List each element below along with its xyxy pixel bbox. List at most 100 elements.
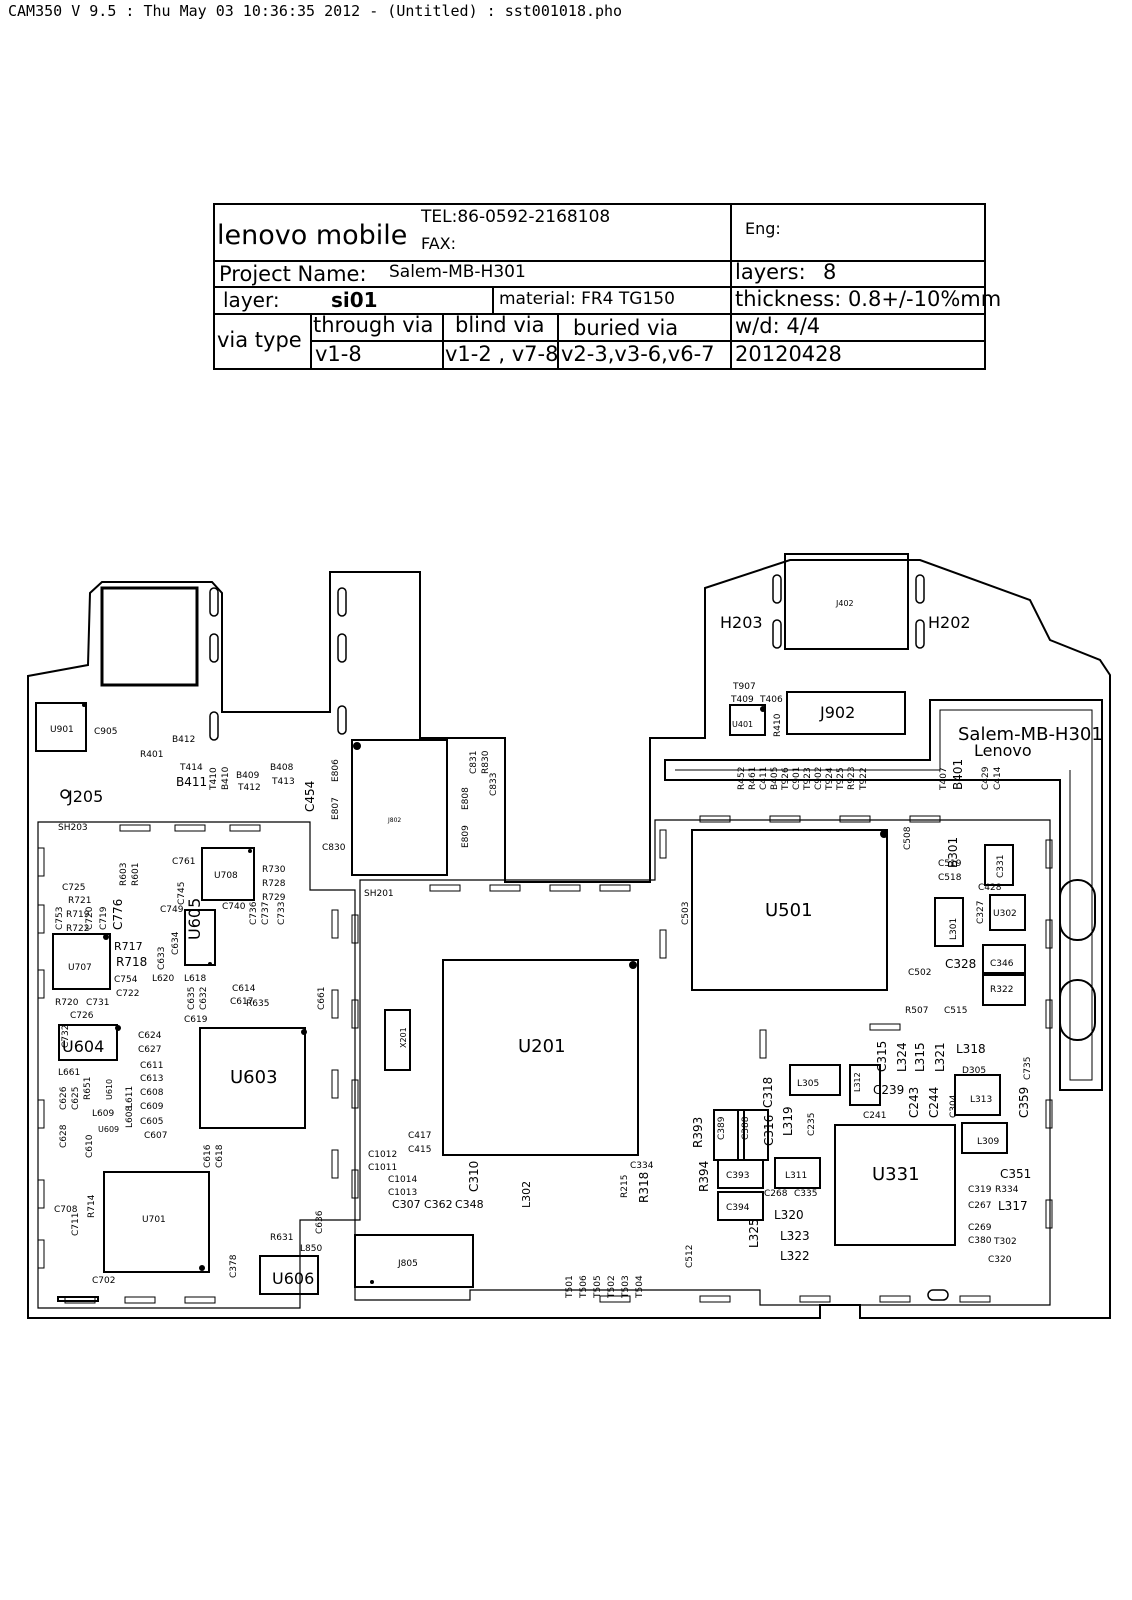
component-label-c243: C243 xyxy=(907,1087,921,1118)
component-label-c627: C627 xyxy=(138,1045,161,1055)
component-label-l325: L325 xyxy=(747,1218,761,1248)
c389-part xyxy=(713,1109,745,1161)
window-title: CAM350 V 9.5 : Thu May 03 10:36:35 2012 … xyxy=(8,2,623,20)
component-label-l620: L620 xyxy=(152,974,174,984)
component-label-c394: C394 xyxy=(726,1203,750,1213)
r322-part xyxy=(982,974,1026,1006)
component-label-c307: C307 xyxy=(392,1198,421,1211)
layers-value: 8 xyxy=(823,260,837,284)
u603-chip xyxy=(199,1027,306,1129)
component-label-c607: C607 xyxy=(144,1131,167,1141)
component-label-t410: T410 xyxy=(209,767,219,791)
through-via-value: v1-8 xyxy=(315,342,362,366)
j902-connector xyxy=(786,691,906,735)
component-label-u401: U401 xyxy=(732,720,753,729)
wd-text: w/d: 4/4 xyxy=(735,314,821,338)
component-label-l318: L318 xyxy=(956,1042,986,1056)
component-label-c239: C239 xyxy=(873,1083,904,1097)
component-label-j802: J802 xyxy=(387,817,401,824)
component-label-c619: C619 xyxy=(184,1015,208,1025)
u605-chip xyxy=(184,909,216,966)
component-label-t501: T501 xyxy=(565,1275,575,1299)
layer-label: layer: xyxy=(223,288,280,312)
component-label-c393: C393 xyxy=(726,1171,749,1181)
component-label-c335: C335 xyxy=(794,1189,817,1199)
component-label-r334: R334 xyxy=(995,1185,1019,1195)
component-label-r718: R718 xyxy=(116,955,147,969)
component-label-c318: C318 xyxy=(761,1077,775,1108)
component-label-c609: C609 xyxy=(140,1102,164,1112)
component-label-l312: L312 xyxy=(853,1072,862,1092)
component-label-c518: C518 xyxy=(938,873,962,883)
component-label-c726: C726 xyxy=(70,1011,94,1021)
board-name-label: Salem-MB-H301 xyxy=(958,724,1103,745)
component-label-e808: E808 xyxy=(461,787,471,810)
camera-footprint xyxy=(100,586,199,687)
component-label-t413: T413 xyxy=(271,777,295,787)
layers-label: layers: xyxy=(735,260,806,284)
l301-inductor xyxy=(934,897,964,947)
u701-chip xyxy=(103,1171,210,1273)
l312-inductor xyxy=(849,1064,881,1106)
component-label-r322: R322 xyxy=(990,985,1013,995)
u604-chip xyxy=(58,1024,118,1061)
component-label-c831: C831 xyxy=(469,751,479,774)
component-label-c634: C634 xyxy=(171,931,181,955)
component-label-c417: C417 xyxy=(408,1131,431,1141)
component-label-c319: C319 xyxy=(968,1185,992,1195)
component-label-b408: B408 xyxy=(270,763,294,773)
component-label-c331: C331 xyxy=(996,855,1006,878)
fax-text: FAX: xyxy=(421,234,457,253)
component-label-c503: C503 xyxy=(681,902,691,925)
project-name-value: Salem-MB-H301 xyxy=(389,262,526,282)
component-label-c624: C624 xyxy=(138,1031,162,1041)
component-label-c761: C761 xyxy=(172,857,195,867)
component-label-c611: C611 xyxy=(140,1061,163,1071)
component-label-c415: C415 xyxy=(408,1145,431,1155)
u401-chip xyxy=(729,704,766,736)
component-label-c613: C613 xyxy=(140,1074,163,1084)
component-label-b410: B410 xyxy=(221,766,231,790)
component-label-c722: C722 xyxy=(116,989,139,999)
component-label-c241: C241 xyxy=(863,1111,886,1121)
component-label-t923: T923 xyxy=(803,767,813,791)
component-label-c735: C735 xyxy=(1023,1057,1033,1080)
component-label-h202: H202 xyxy=(928,613,971,632)
component-label-c753: C753 xyxy=(55,907,65,930)
component-label-c351: C351 xyxy=(1000,1167,1031,1181)
component-label-c316: C316 xyxy=(762,1115,776,1146)
layer-value: si01 xyxy=(331,288,378,312)
component-label-l313: L313 xyxy=(970,1095,992,1105)
component-label-u901: U901 xyxy=(50,725,74,735)
component-label-c315: C315 xyxy=(875,1041,889,1072)
component-label-r717: R717 xyxy=(114,940,143,953)
brand-label: Lenovo xyxy=(974,741,1032,760)
component-label-t409: T409 xyxy=(730,695,754,705)
component-label-x201: X201 xyxy=(399,1027,408,1048)
u201-chip xyxy=(442,959,639,1156)
component-label-t502: T502 xyxy=(607,1275,617,1299)
component-label-j902: J902 xyxy=(819,703,855,722)
component-label-l309: L309 xyxy=(977,1137,999,1147)
component-label-c515: C515 xyxy=(944,1006,967,1016)
u331-chip xyxy=(834,1124,956,1246)
component-label-c1013: C1013 xyxy=(388,1188,417,1198)
component-label-c429: C429 xyxy=(981,766,991,790)
component-label-c235: C235 xyxy=(807,1113,817,1136)
buried-via-value: v2-3,v3-6,v6-7 xyxy=(561,342,715,366)
buried-via-label: buried via xyxy=(573,316,679,340)
component-label-l305: L305 xyxy=(797,1079,819,1089)
component-label-u605: U605 xyxy=(185,898,204,940)
component-label-c334: C334 xyxy=(630,1161,654,1171)
component-label-u701: U701 xyxy=(142,1215,166,1225)
component-label-r410: R410 xyxy=(773,713,783,737)
l305-inductor xyxy=(789,1064,841,1096)
l313-inductor xyxy=(954,1074,1001,1116)
eng-label: Eng: xyxy=(745,219,781,238)
component-label-h203: H203 xyxy=(720,613,763,632)
component-label-t924: T924 xyxy=(825,767,835,791)
u707-chip xyxy=(52,933,111,990)
c346-part xyxy=(982,944,1026,974)
board-outline xyxy=(27,559,1111,1319)
component-label-c378: C378 xyxy=(229,1254,239,1278)
